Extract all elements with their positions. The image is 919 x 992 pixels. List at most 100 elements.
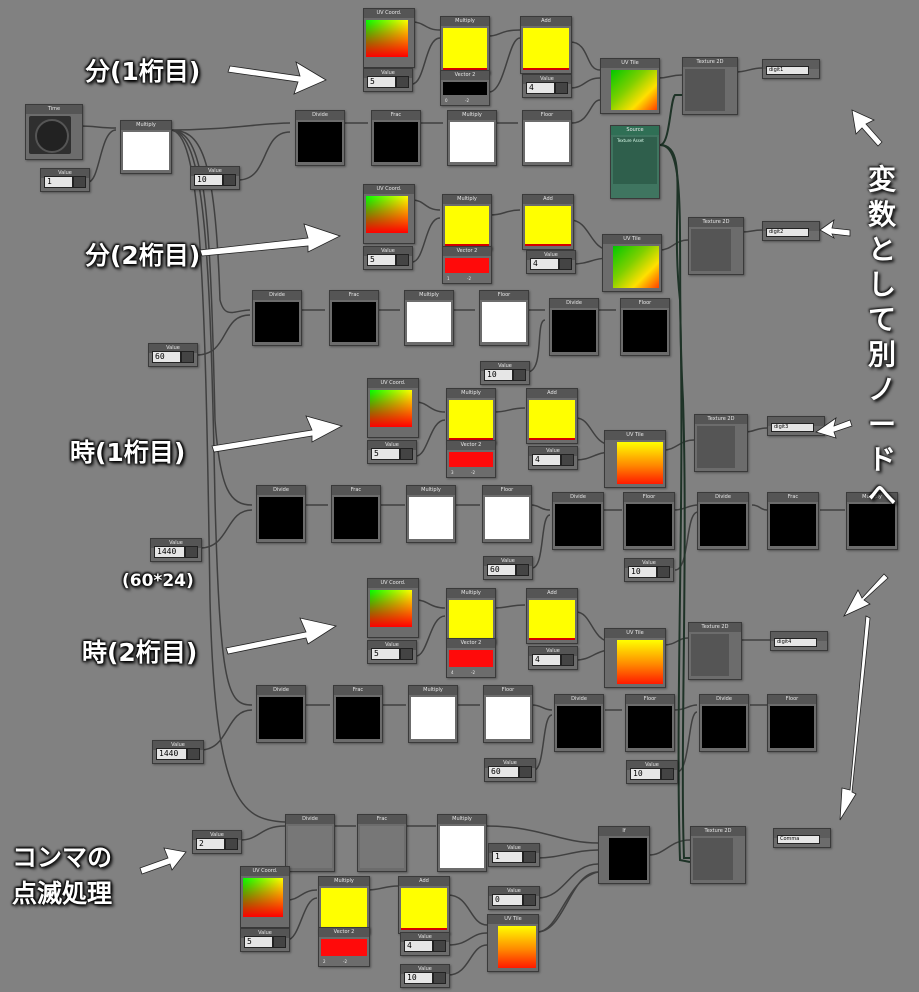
- vector2-node[interactable]: Vector 2 1 -2: [442, 246, 492, 284]
- floor-node[interactable]: Floor: [620, 298, 670, 356]
- texture2d-node[interactable]: Texture 2D: [690, 826, 746, 884]
- value-field[interactable]: 5: [367, 76, 396, 88]
- value-stepper[interactable]: [273, 936, 286, 948]
- value-field[interactable]: 4: [532, 454, 561, 466]
- vector2-node[interactable]: Vector 2 3 -2: [446, 440, 496, 478]
- value-stepper[interactable]: [561, 654, 574, 666]
- texture2d-node[interactable]: Texture 2D: [688, 622, 742, 680]
- variable-node[interactable]: digit2: [762, 221, 820, 241]
- uv-coord-node[interactable]: UV Coord.: [363, 8, 415, 68]
- value-node[interactable]: Value 5: [367, 640, 417, 664]
- value-node[interactable]: Value 10: [626, 760, 678, 784]
- frac-node[interactable]: Frac: [371, 110, 421, 166]
- variable-node[interactable]: Comma: [773, 828, 831, 848]
- value-node[interactable]: Value 1: [488, 843, 540, 867]
- value-stepper[interactable]: [516, 564, 529, 576]
- value-stepper[interactable]: [187, 748, 200, 760]
- value-node[interactable]: Value 10: [190, 166, 240, 190]
- floor-node[interactable]: Floor: [482, 485, 532, 543]
- value-field[interactable]: 1: [44, 176, 73, 188]
- add-node[interactable]: Add: [398, 876, 450, 934]
- multiply-node[interactable]: Multiply: [404, 290, 454, 346]
- value-field[interactable]: 5: [371, 648, 400, 660]
- value-stepper[interactable]: [561, 454, 574, 466]
- frac-node[interactable]: Frac: [329, 290, 379, 346]
- add-node[interactable]: Add: [522, 194, 574, 250]
- value-stepper[interactable]: [555, 82, 568, 94]
- value-field[interactable]: 60: [487, 564, 516, 576]
- vector-x[interactable]: 3: [451, 470, 454, 475]
- vector-y[interactable]: -2: [343, 959, 347, 964]
- uv-tile-node[interactable]: UV Tile: [604, 430, 666, 488]
- floor-node[interactable]: Floor: [625, 694, 675, 752]
- value-field[interactable]: 1440: [154, 546, 185, 558]
- variable-node[interactable]: digit3: [767, 416, 825, 436]
- vector-x[interactable]: 4: [451, 670, 454, 675]
- uv-coord-node[interactable]: UV Coord.: [367, 378, 419, 438]
- texture2d-node[interactable]: Texture 2D: [682, 57, 738, 115]
- value-field[interactable]: 4: [404, 940, 433, 952]
- value-node[interactable]: Value 1440: [152, 740, 204, 764]
- value-node[interactable]: Value 5: [367, 440, 417, 464]
- vector-x[interactable]: 2: [323, 959, 326, 964]
- value-field[interactable]: 5: [367, 254, 396, 266]
- value-stepper[interactable]: [513, 369, 526, 381]
- value-node[interactable]: Value 5: [363, 68, 413, 92]
- multiply-node[interactable]: Multiply: [440, 16, 490, 74]
- floor-node[interactable]: Floor: [522, 110, 572, 166]
- multiply-node[interactable]: Multiply: [408, 685, 458, 743]
- value-node[interactable]: Value 60: [484, 758, 536, 782]
- uv-coord-node[interactable]: UV Coord.: [367, 578, 419, 638]
- divide-node[interactable]: Divide: [552, 492, 604, 550]
- multiply-node[interactable]: Multiply: [447, 110, 497, 166]
- value-stepper[interactable]: [661, 768, 674, 780]
- floor-node[interactable]: Floor: [483, 685, 533, 743]
- value-node[interactable]: Value 1: [40, 168, 90, 192]
- frac-node[interactable]: Frac: [331, 485, 381, 543]
- value-field[interactable]: 1440: [156, 748, 187, 760]
- vector-y[interactable]: -2: [471, 470, 475, 475]
- variable-name-field[interactable]: digit3: [771, 423, 814, 432]
- multiply-node[interactable]: Multiply: [446, 388, 496, 444]
- variable-node[interactable]: digit1: [762, 59, 820, 79]
- multiply-node[interactable]: Multiply: [318, 876, 370, 934]
- value-stepper[interactable]: [559, 258, 572, 270]
- value-stepper[interactable]: [185, 546, 198, 558]
- uv-coord-node[interactable]: UV Coord.: [240, 866, 290, 928]
- vector-x[interactable]: 1: [447, 276, 450, 281]
- frac-node[interactable]: Frac: [357, 814, 407, 872]
- value-node[interactable]: Value 2: [192, 830, 242, 854]
- vector-x[interactable]: 0: [445, 98, 448, 103]
- value-field[interactable]: 10: [404, 972, 433, 984]
- add-node[interactable]: Add: [520, 16, 572, 74]
- source-node[interactable]: Source Texture Asset: [610, 125, 660, 199]
- value-stepper[interactable]: [396, 254, 409, 266]
- vector-y[interactable]: -2: [471, 670, 475, 675]
- vector2-node[interactable]: Vector 2 4 -2: [446, 638, 496, 678]
- value-stepper[interactable]: [523, 851, 536, 863]
- value-field[interactable]: 10: [628, 566, 657, 578]
- variable-node[interactable]: digit4: [770, 631, 828, 651]
- value-node[interactable]: Value 5: [363, 246, 413, 270]
- value-field[interactable]: 10: [194, 174, 223, 186]
- value-node[interactable]: Value 5: [240, 928, 290, 952]
- vector-y[interactable]: -2: [467, 276, 471, 281]
- multiply-node[interactable]: Multiply: [446, 588, 496, 644]
- multiply-node[interactable]: Multiply: [120, 120, 172, 174]
- value-node[interactable]: Value 10: [624, 558, 674, 582]
- divide-node[interactable]: Divide: [252, 290, 302, 346]
- value-stepper[interactable]: [73, 176, 86, 188]
- vector-y[interactable]: -2: [465, 98, 469, 103]
- variable-name-field[interactable]: digit4: [774, 638, 817, 647]
- variable-name-field[interactable]: digit1: [766, 66, 809, 75]
- value-node[interactable]: Value 4: [522, 74, 572, 98]
- divide-node[interactable]: Divide: [256, 685, 306, 743]
- value-node[interactable]: Value 10: [480, 361, 530, 385]
- value-stepper[interactable]: [519, 766, 532, 778]
- value-node[interactable]: Value 60: [483, 556, 533, 580]
- value-field[interactable]: 2: [196, 838, 225, 850]
- multiply-node[interactable]: Multiply: [846, 492, 898, 550]
- value-node[interactable]: Value 4: [528, 446, 578, 470]
- variable-name-field[interactable]: Comma: [777, 835, 820, 844]
